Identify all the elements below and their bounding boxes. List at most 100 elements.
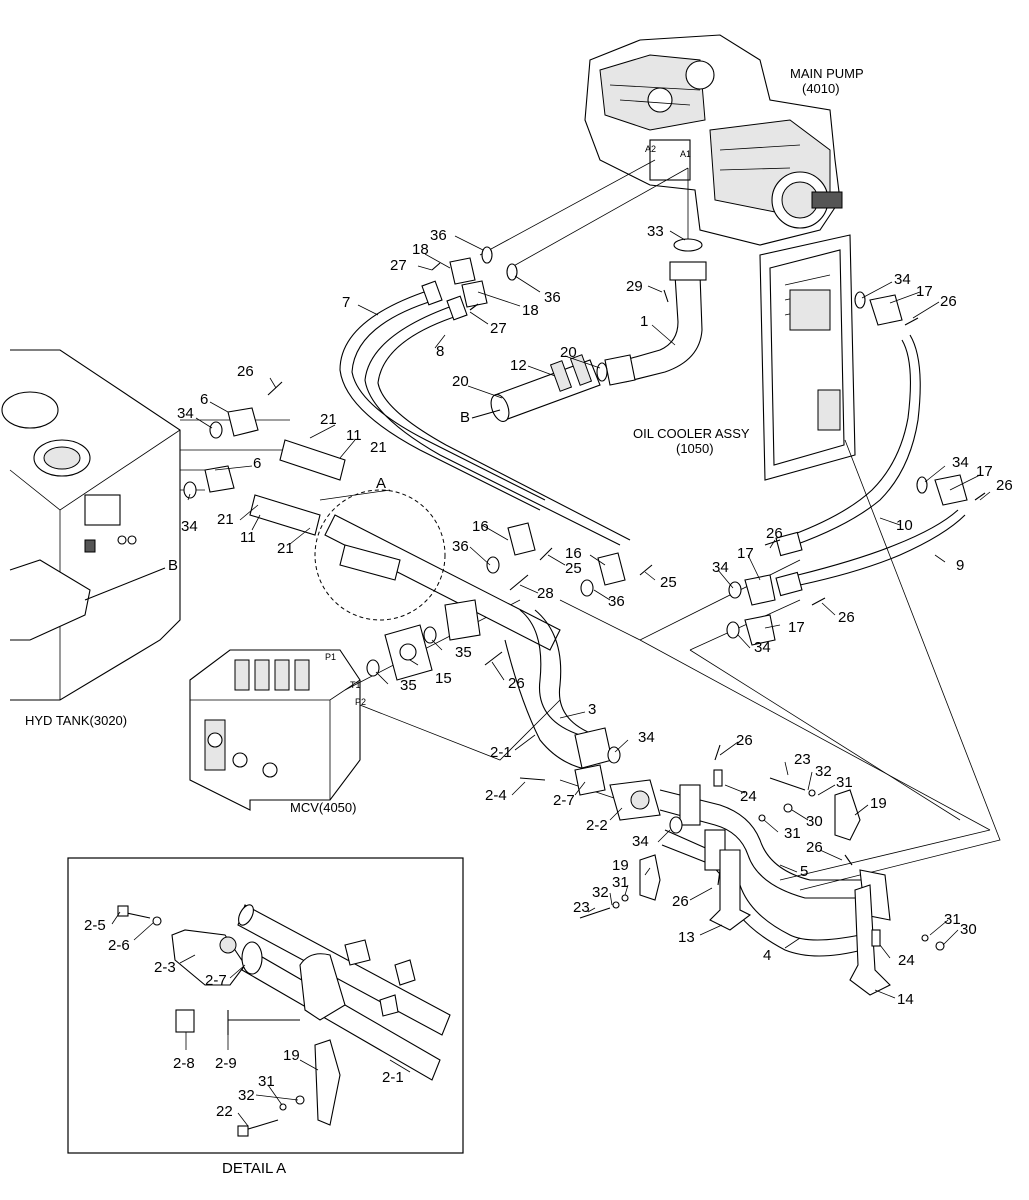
detail-a-title: DETAIL A [222,1160,286,1177]
callout-34: 34 [632,833,649,850]
callout-2-7: 2-7 [553,792,575,809]
callout-13: 13 [678,929,695,946]
callout-34: 34 [177,405,194,422]
port-a1-label: A1 [680,149,691,159]
callout-4: 4 [763,947,771,964]
oil-cooler-code: (1050) [676,441,714,456]
callout-23: 23 [794,751,811,768]
hydraulic-tank [1,349,181,701]
port-p1-label: P1 [325,652,336,662]
callout-31: 31 [784,825,801,842]
callout-34: 34 [894,271,911,288]
callout-25: 25 [565,560,582,577]
callout-2-1: 2-1 [490,744,512,761]
callout-9: 9 [956,557,964,574]
callout-7: 7 [342,294,350,311]
callout-2-6: 2-6 [108,937,130,954]
callout-8: 8 [436,343,444,360]
callout-32: 32 [815,763,832,780]
callout-29: 29 [626,278,643,295]
callout-34: 34 [754,639,771,656]
callout-34: 34 [712,559,729,576]
callout-36: 36 [608,593,625,610]
callout-26: 26 [940,293,957,310]
detail-a-callouts: 2-5 2-6 2-3 2-7 2-8 2-9 19 2-1 31 32 22 [84,917,404,1120]
callout-26: 26 [237,363,254,380]
detail-a-box [67,857,464,1154]
callout-30: 30 [806,813,823,830]
callout-30: 30 [960,921,977,938]
callout-6: 6 [253,455,261,472]
callout-leaders [187,230,991,999]
callout-24: 24 [898,952,915,969]
callout-24: 24 [740,788,757,805]
callout-21: 21 [217,511,234,528]
callout-27: 27 [490,320,507,337]
callout-34: 34 [181,518,198,535]
callout-5: 5 [800,863,808,880]
callout-2-5: 2-5 [84,917,106,934]
section-b-marker-upper: B [460,409,470,426]
callout-35: 35 [400,677,417,694]
section-b-leader-lower [84,567,166,601]
callout-19: 19 [870,795,887,812]
callout-26: 26 [766,525,783,542]
callout-17: 17 [976,463,993,480]
callout-2-2: 2-2 [586,817,608,834]
callout-25: 25 [660,574,677,591]
callout-17: 17 [916,283,933,300]
callout-26: 26 [672,893,689,910]
callout-19: 19 [283,1047,300,1064]
mcv-label: MCV(4050) [290,800,356,815]
callout-27: 27 [390,257,407,274]
callout-18: 18 [412,241,429,258]
callout-2-8: 2-8 [173,1055,195,1072]
callout-18: 18 [522,302,539,319]
callout-33: 33 [647,223,664,240]
hyd-tank-label: HYD TANK(3020) [25,713,127,728]
callout-21: 21 [320,411,337,428]
port-a2-label: A2 [645,144,656,154]
callout-17: 17 [737,545,754,562]
callout-26: 26 [996,477,1013,494]
callout-36: 36 [430,227,447,244]
main-pump-code: (4010) [802,81,840,96]
callout-32: 32 [238,1087,255,1104]
callout-34: 34 [638,729,655,746]
callout-31: 31 [258,1073,275,1090]
callout-35: 35 [455,644,472,661]
callout-2-3: 2-3 [154,959,176,976]
section-b-leader-upper [471,409,501,419]
callout-16: 16 [472,518,489,535]
callout-26: 26 [736,732,753,749]
callout-20: 20 [560,344,577,361]
callout-32: 32 [592,884,609,901]
callout-23: 23 [573,899,590,916]
callout-3: 3 [588,701,596,718]
callout-17: 17 [788,619,805,636]
callout-2-7: 2-7 [205,972,227,989]
callout-31: 31 [944,911,961,928]
callout-12: 12 [510,357,527,374]
callout-10: 10 [896,517,913,534]
callout-31: 31 [612,874,629,891]
callout-26: 26 [508,675,525,692]
callout-22: 22 [216,1103,233,1120]
callout-36: 36 [452,538,469,555]
detail-a-marker: A [376,475,386,492]
callout-20: 20 [452,373,469,390]
detail-a-marker-circle [314,489,446,621]
callout-16: 16 [565,545,582,562]
detail-a-leaders [111,911,411,1127]
port-p2-label: P2 [355,697,366,707]
callout-21: 21 [370,439,387,456]
callout-1: 1 [640,313,648,330]
callout-numbers: 36 36 33 29 18 27 18 27 7 8 1 12 20 20 3… [177,223,1013,1008]
small-parts [183,238,986,951]
callout-2-1: 2-1 [382,1069,404,1086]
callout-11: 11 [240,529,256,546]
callout-21: 21 [277,540,294,557]
callout-31: 31 [836,774,853,791]
callout-2-9: 2-9 [215,1055,237,1072]
